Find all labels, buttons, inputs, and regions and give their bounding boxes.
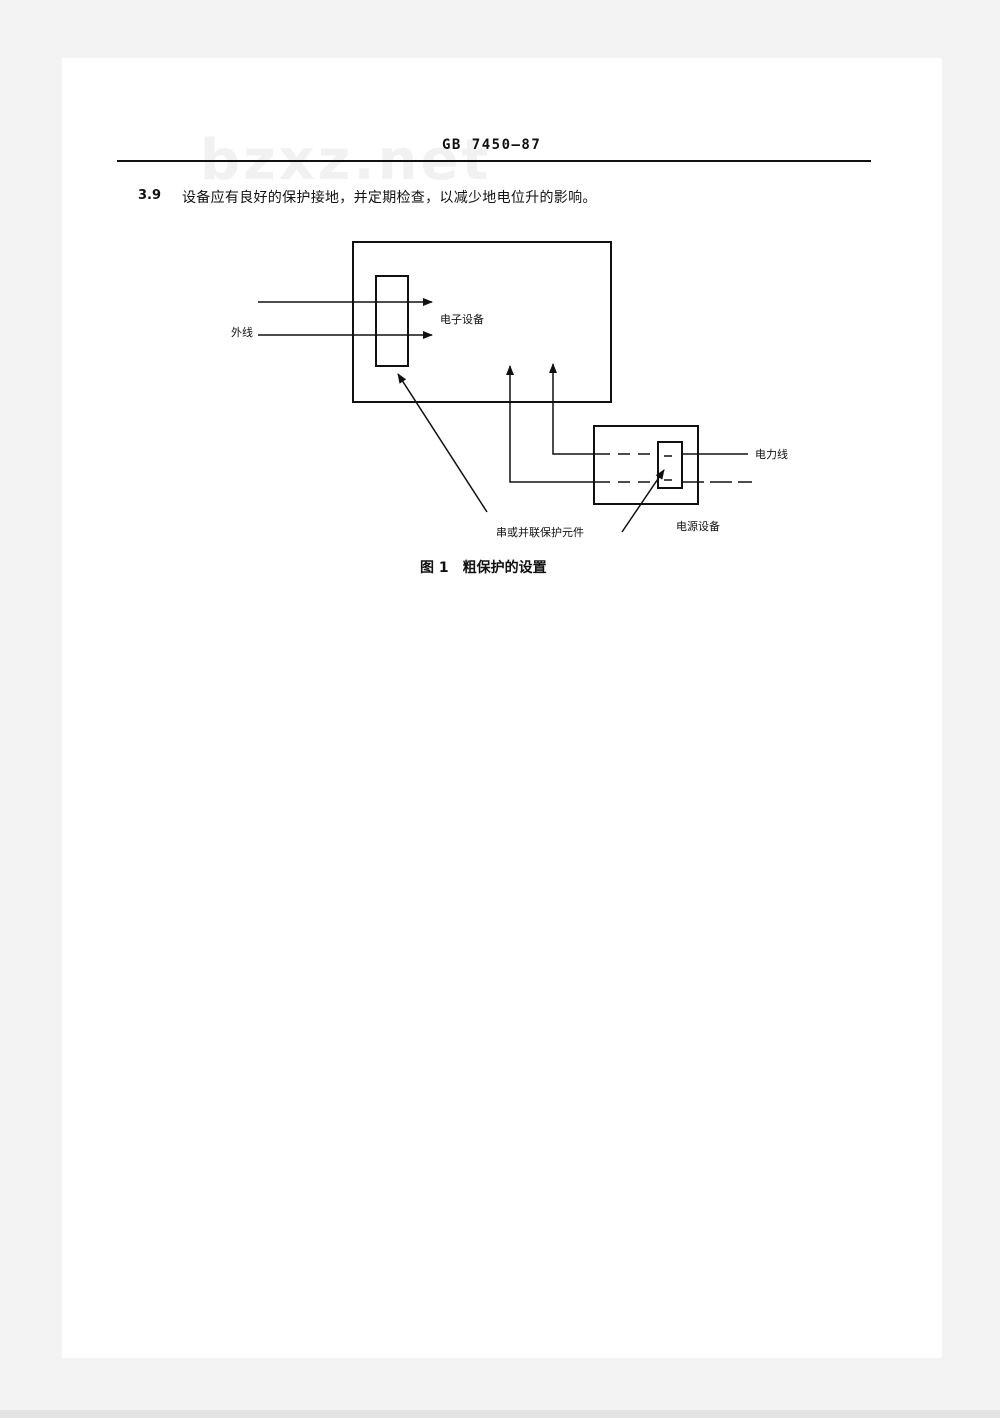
header-rule [117,160,871,162]
figure-caption-title: 粗保护的设置 [462,560,547,576]
document-page [62,58,942,1358]
label-protection-element: 串或并联保护元件 [496,525,584,539]
protection-element-block [375,275,409,367]
power-equipment-box [593,425,699,505]
figure-caption-number: 图 1 [420,560,449,576]
power-protection-element-block [657,441,683,489]
power-feed-line-2 [506,365,598,483]
clause-number: 3.9 [138,188,162,203]
label-external-line: 外线 [231,325,253,339]
pointer-to-protection-element [397,373,488,513]
page-header-standard-number: GB 7450—87 [442,137,542,153]
pointer-to-power-protection-element [621,469,665,533]
clause-text: 设备应有良好的保护接地，并定期检查，以减少地电位升的影响。 [182,190,597,206]
figure-caption: 图 1 粗保护的设置 [420,557,547,577]
electronic-equipment-box [352,241,612,403]
power-feed-line-1 [549,363,598,455]
protection-diagram: 外线 电子设备 电力线 串或并联保护元件 电源设备 [231,241,788,539]
label-power-line: 电力线 [755,447,788,461]
label-electronic-equipment: 电子设备 [440,312,484,326]
page-bottom-edge [0,1410,1000,1418]
label-power-equipment: 电源设备 [676,519,720,533]
